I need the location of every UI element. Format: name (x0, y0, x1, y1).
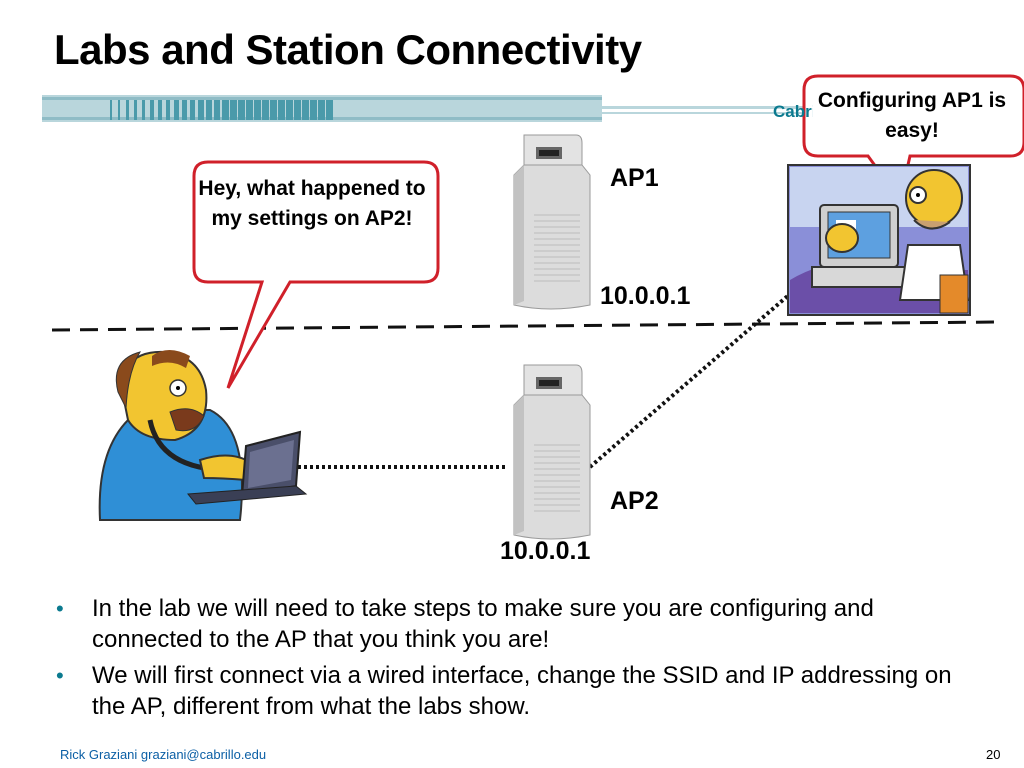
banner-college-name: Cabrillo College (773, 102, 813, 121)
page-number: 20 (986, 747, 1001, 762)
bullet-item: • We will first connect via a wired inte… (52, 660, 982, 722)
speech-bubble-left-text: Hey, what happened to my settings on AP2… (198, 177, 426, 230)
speech-bubble-right-text: Configuring AP1 is easy! (817, 89, 1007, 142)
access-point-icon (513, 364, 591, 540)
dashed-divider-line (51, 320, 1001, 332)
homer-computer-illustration (787, 164, 971, 316)
bullet-list: • In the lab we will need to take steps … (52, 593, 982, 727)
speech-bubble-left (192, 160, 440, 389)
bullet-dot-icon: • (56, 663, 64, 688)
access-point-icon (513, 134, 591, 310)
comic-guy-laptop-illustration (98, 350, 308, 521)
page-title: Labs and Station Connectivity (54, 26, 642, 73)
bullet-text: In the lab we will need to take steps to… (92, 595, 874, 653)
wireless-connection-line (588, 266, 822, 469)
bullet-dot-icon: • (56, 596, 64, 621)
ap1-ip-address: 10.0.0.1 (600, 282, 691, 310)
footer-author: Rick Graziani graziani@cabrillo.edu (60, 747, 267, 762)
ap1-label: AP1 (610, 164, 659, 192)
ap2-ip-address: 10.0.0.1 (500, 537, 591, 565)
ap2-label: AP2 (610, 487, 659, 515)
bullet-text: We will first connect via a wired interf… (92, 662, 952, 720)
bullet-item: • In the lab we will need to take steps … (52, 593, 982, 655)
